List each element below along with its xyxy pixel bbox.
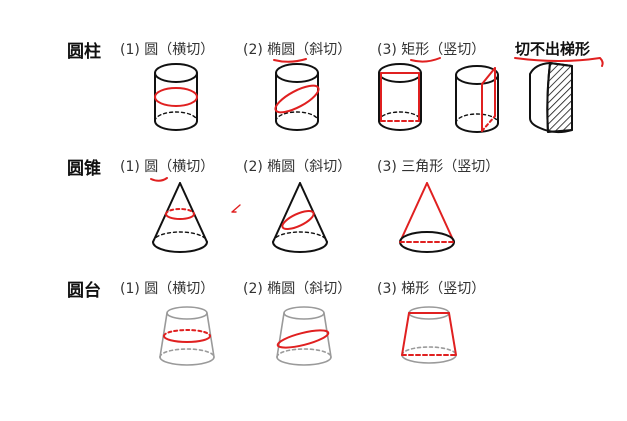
underline-ellipse	[273, 58, 307, 63]
underline-cone-circle	[150, 177, 168, 182]
cylinder-oblique-cut	[274, 63, 320, 131]
item-number: (2)	[243, 42, 263, 58]
cylinder-horizontal-cut	[154, 63, 198, 131]
section-title-cylinder: 圆柱	[67, 42, 101, 62]
item-number: (3)	[377, 42, 397, 58]
cone-vertical-cut	[399, 182, 455, 253]
annotation-marks	[150, 57, 604, 213]
underline-rect	[410, 57, 441, 63]
pen-cursor-mark	[231, 204, 241, 213]
label-cone-1: (1) 圆（横切）	[120, 156, 214, 176]
label-cone-3: (3) 三角形（竖切）	[377, 156, 499, 176]
section-title-frustum: 圆台	[67, 281, 101, 301]
cylinder-vertical-cut-a	[378, 63, 422, 131]
item-mode: （横切）	[158, 281, 215, 297]
label-frustum-2: (2) 椭圆（斜切）	[243, 278, 351, 298]
item-mode: （竖切）	[429, 42, 486, 58]
item-mode: （竖切）	[429, 281, 486, 297]
item-shape: 梯形	[401, 281, 430, 297]
cone-oblique-cut	[272, 182, 328, 253]
item-number: (2)	[243, 281, 263, 297]
frustum-horizontal-cut	[159, 306, 215, 366]
item-number: (2)	[243, 159, 263, 175]
item-shape: 椭圆	[267, 42, 296, 58]
item-mode: （竖切）	[443, 159, 500, 175]
cylinder-cut-piece	[529, 62, 573, 134]
item-mode: （横切）	[158, 159, 215, 175]
item-mode: （斜切）	[295, 159, 352, 175]
label-cylinder-1: (1) 圆（横切）	[120, 39, 214, 59]
underline-note	[514, 57, 604, 67]
item-mode: （横切）	[158, 42, 215, 58]
label-cylinder-2: (2) 椭圆（斜切）	[243, 39, 351, 59]
item-shape: 三角形	[401, 159, 444, 175]
item-shape: 圆	[144, 42, 159, 58]
frustum-vertical-cut	[401, 306, 457, 364]
item-shape: 矩形	[401, 42, 430, 58]
item-mode: （斜切）	[295, 42, 352, 58]
item-number: (3)	[377, 159, 397, 175]
cone-horizontal-cut	[152, 182, 208, 253]
label-cylinder-3: (3) 矩形（竖切）	[377, 39, 485, 59]
label-frustum-3: (3) 梯形（竖切）	[377, 278, 485, 298]
item-mode: （斜切）	[295, 281, 352, 297]
label-frustum-1: (1) 圆（横切）	[120, 278, 214, 298]
label-cone-2: (2) 椭圆（斜切）	[243, 156, 351, 176]
section-title-cone: 圆锥	[67, 159, 101, 179]
item-number: (1)	[120, 42, 140, 58]
note-cannot-trapezoid: 切不出梯形	[515, 40, 591, 58]
item-shape: 圆	[144, 281, 159, 297]
item-shape: 椭圆	[267, 281, 296, 297]
cylinder-vertical-cut-b	[455, 65, 499, 133]
item-number: (3)	[377, 281, 397, 297]
frustum-oblique-cut	[276, 306, 332, 366]
item-shape: 椭圆	[267, 159, 296, 175]
item-number: (1)	[120, 159, 140, 175]
item-shape: 圆	[144, 159, 159, 175]
item-number: (1)	[120, 281, 140, 297]
